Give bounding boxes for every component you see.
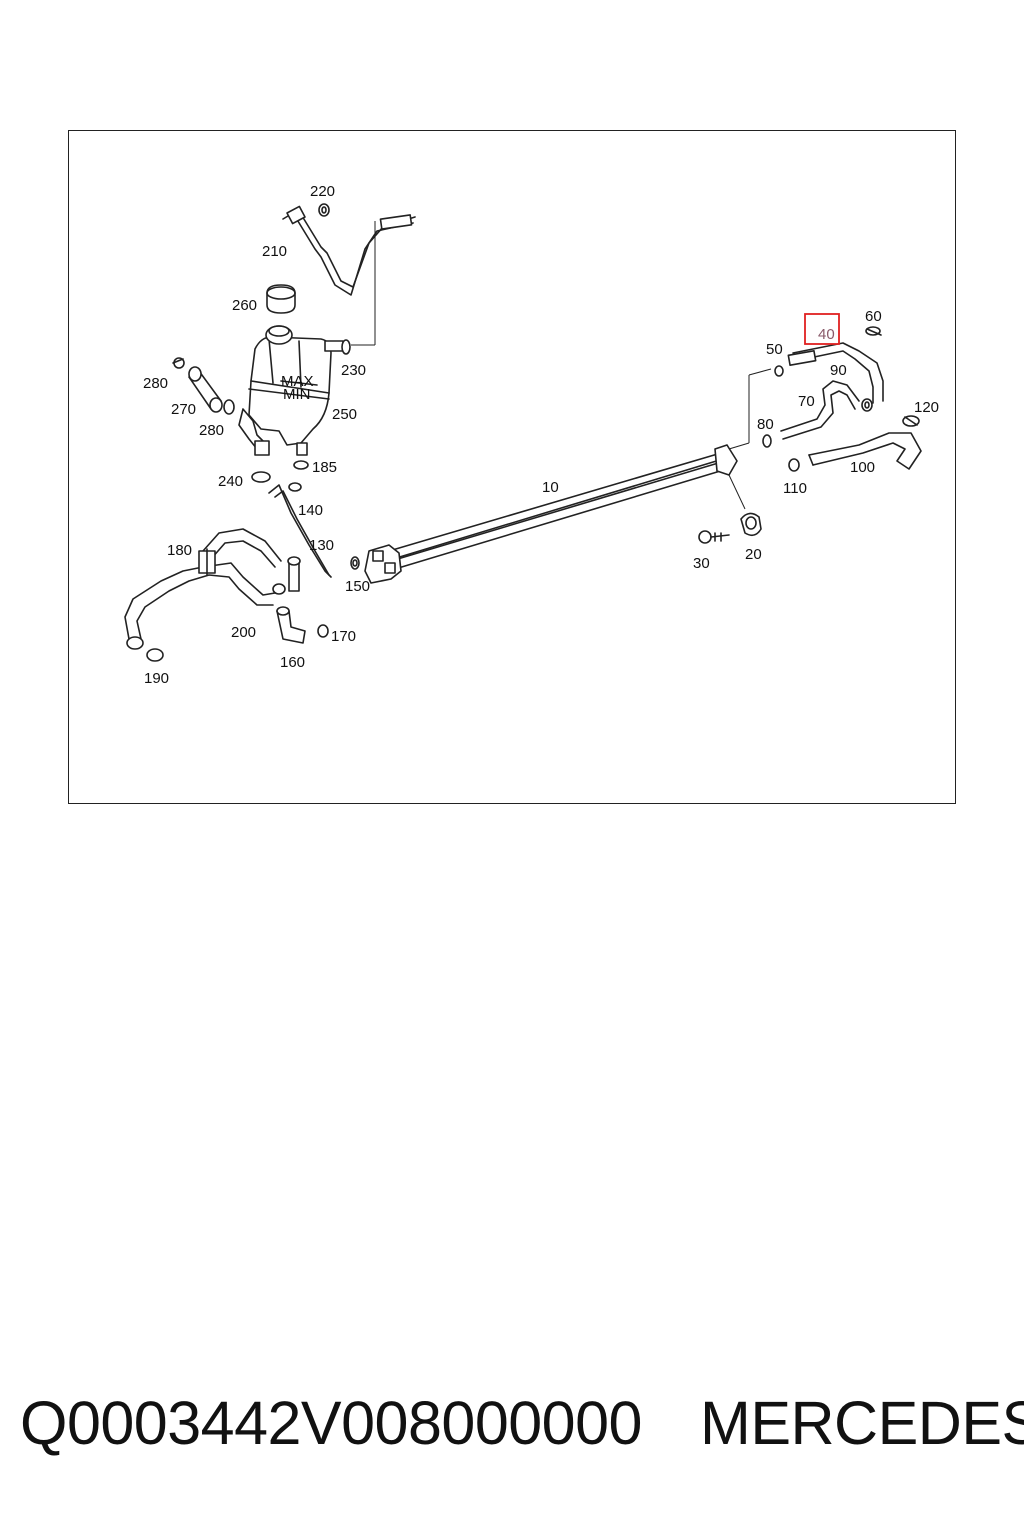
label-120: 120 bbox=[914, 399, 939, 416]
label-150: 150 bbox=[345, 578, 370, 595]
hose-270 bbox=[188, 366, 223, 413]
highlight-box-40 bbox=[804, 313, 840, 345]
hose-100 bbox=[808, 432, 922, 470]
clamp-140 bbox=[288, 482, 302, 492]
tank-min-marking: MIN bbox=[283, 386, 311, 403]
clamp-50 bbox=[774, 365, 784, 377]
clamp-280-lower bbox=[223, 399, 235, 415]
label-130: 130 bbox=[309, 537, 334, 554]
expansion-tank-250: MAX MIN bbox=[238, 325, 344, 456]
label-190: 190 bbox=[144, 670, 169, 687]
hose-70 bbox=[780, 380, 860, 440]
screw-30 bbox=[698, 530, 730, 544]
hose-180 bbox=[124, 528, 282, 640]
label-250: 250 bbox=[332, 406, 357, 423]
clamp-150 bbox=[350, 556, 360, 570]
clamp-60 bbox=[865, 326, 882, 336]
label-230: 230 bbox=[341, 362, 366, 379]
exploded-view-drawing: MAX MIN bbox=[124, 183, 939, 687]
bracket-20 bbox=[740, 512, 762, 537]
label-80: 80 bbox=[757, 416, 774, 433]
part-number: Q0003442V008000000 bbox=[20, 1389, 642, 1457]
parts-diagram: MAX MIN bbox=[68, 130, 956, 804]
label-210: 210 bbox=[262, 243, 287, 260]
tank-max-marking: MAX bbox=[281, 373, 314, 390]
label-280-lower: 280 bbox=[199, 422, 224, 439]
label-270: 270 bbox=[171, 401, 196, 418]
clamp-240 bbox=[251, 471, 271, 483]
label-220: 220 bbox=[310, 183, 335, 200]
clamp-280-upper bbox=[172, 357, 185, 369]
label-20: 20 bbox=[745, 546, 762, 563]
label-170: 170 bbox=[331, 628, 356, 645]
clamp-110 bbox=[788, 458, 800, 472]
label-90: 90 bbox=[830, 362, 847, 379]
label-30: 30 bbox=[693, 555, 710, 572]
label-160: 160 bbox=[280, 654, 305, 671]
clamp-230 bbox=[341, 339, 351, 355]
pipe-assembly-10 bbox=[364, 368, 772, 584]
label-60: 60 bbox=[865, 308, 882, 325]
label-140: 140 bbox=[298, 502, 323, 519]
connector-200 bbox=[272, 556, 301, 595]
label-200: 200 bbox=[231, 624, 256, 641]
label-185: 185 bbox=[312, 459, 337, 476]
label-260: 260 bbox=[232, 297, 257, 314]
clamp-120 bbox=[902, 415, 920, 427]
clamp-220 bbox=[318, 203, 330, 217]
label-10: 10 bbox=[542, 479, 559, 496]
clamp-170 bbox=[317, 624, 329, 638]
clamp-190 bbox=[126, 636, 164, 662]
cap-260 bbox=[266, 284, 296, 314]
label-110: 110 bbox=[783, 480, 807, 497]
label-180: 180 bbox=[167, 542, 192, 559]
hose-160 bbox=[276, 606, 306, 644]
label-70: 70 bbox=[798, 393, 815, 410]
clamp-185 bbox=[293, 460, 309, 470]
label-280-upper: 280 bbox=[143, 375, 168, 392]
brand-name: MERCEDES bbox=[700, 1389, 1024, 1457]
label-50: 50 bbox=[766, 341, 783, 358]
label-40: 40 bbox=[818, 326, 835, 343]
footer-caption: Q0003442V008000000 MERCEDES bbox=[20, 1388, 1024, 1468]
label-240: 240 bbox=[218, 473, 243, 490]
clamp-80 bbox=[762, 434, 772, 448]
vent-hose-210 bbox=[282, 205, 416, 346]
label-100: 100 bbox=[850, 459, 875, 476]
clamp-90 bbox=[861, 398, 873, 412]
hose-130 bbox=[268, 484, 332, 578]
